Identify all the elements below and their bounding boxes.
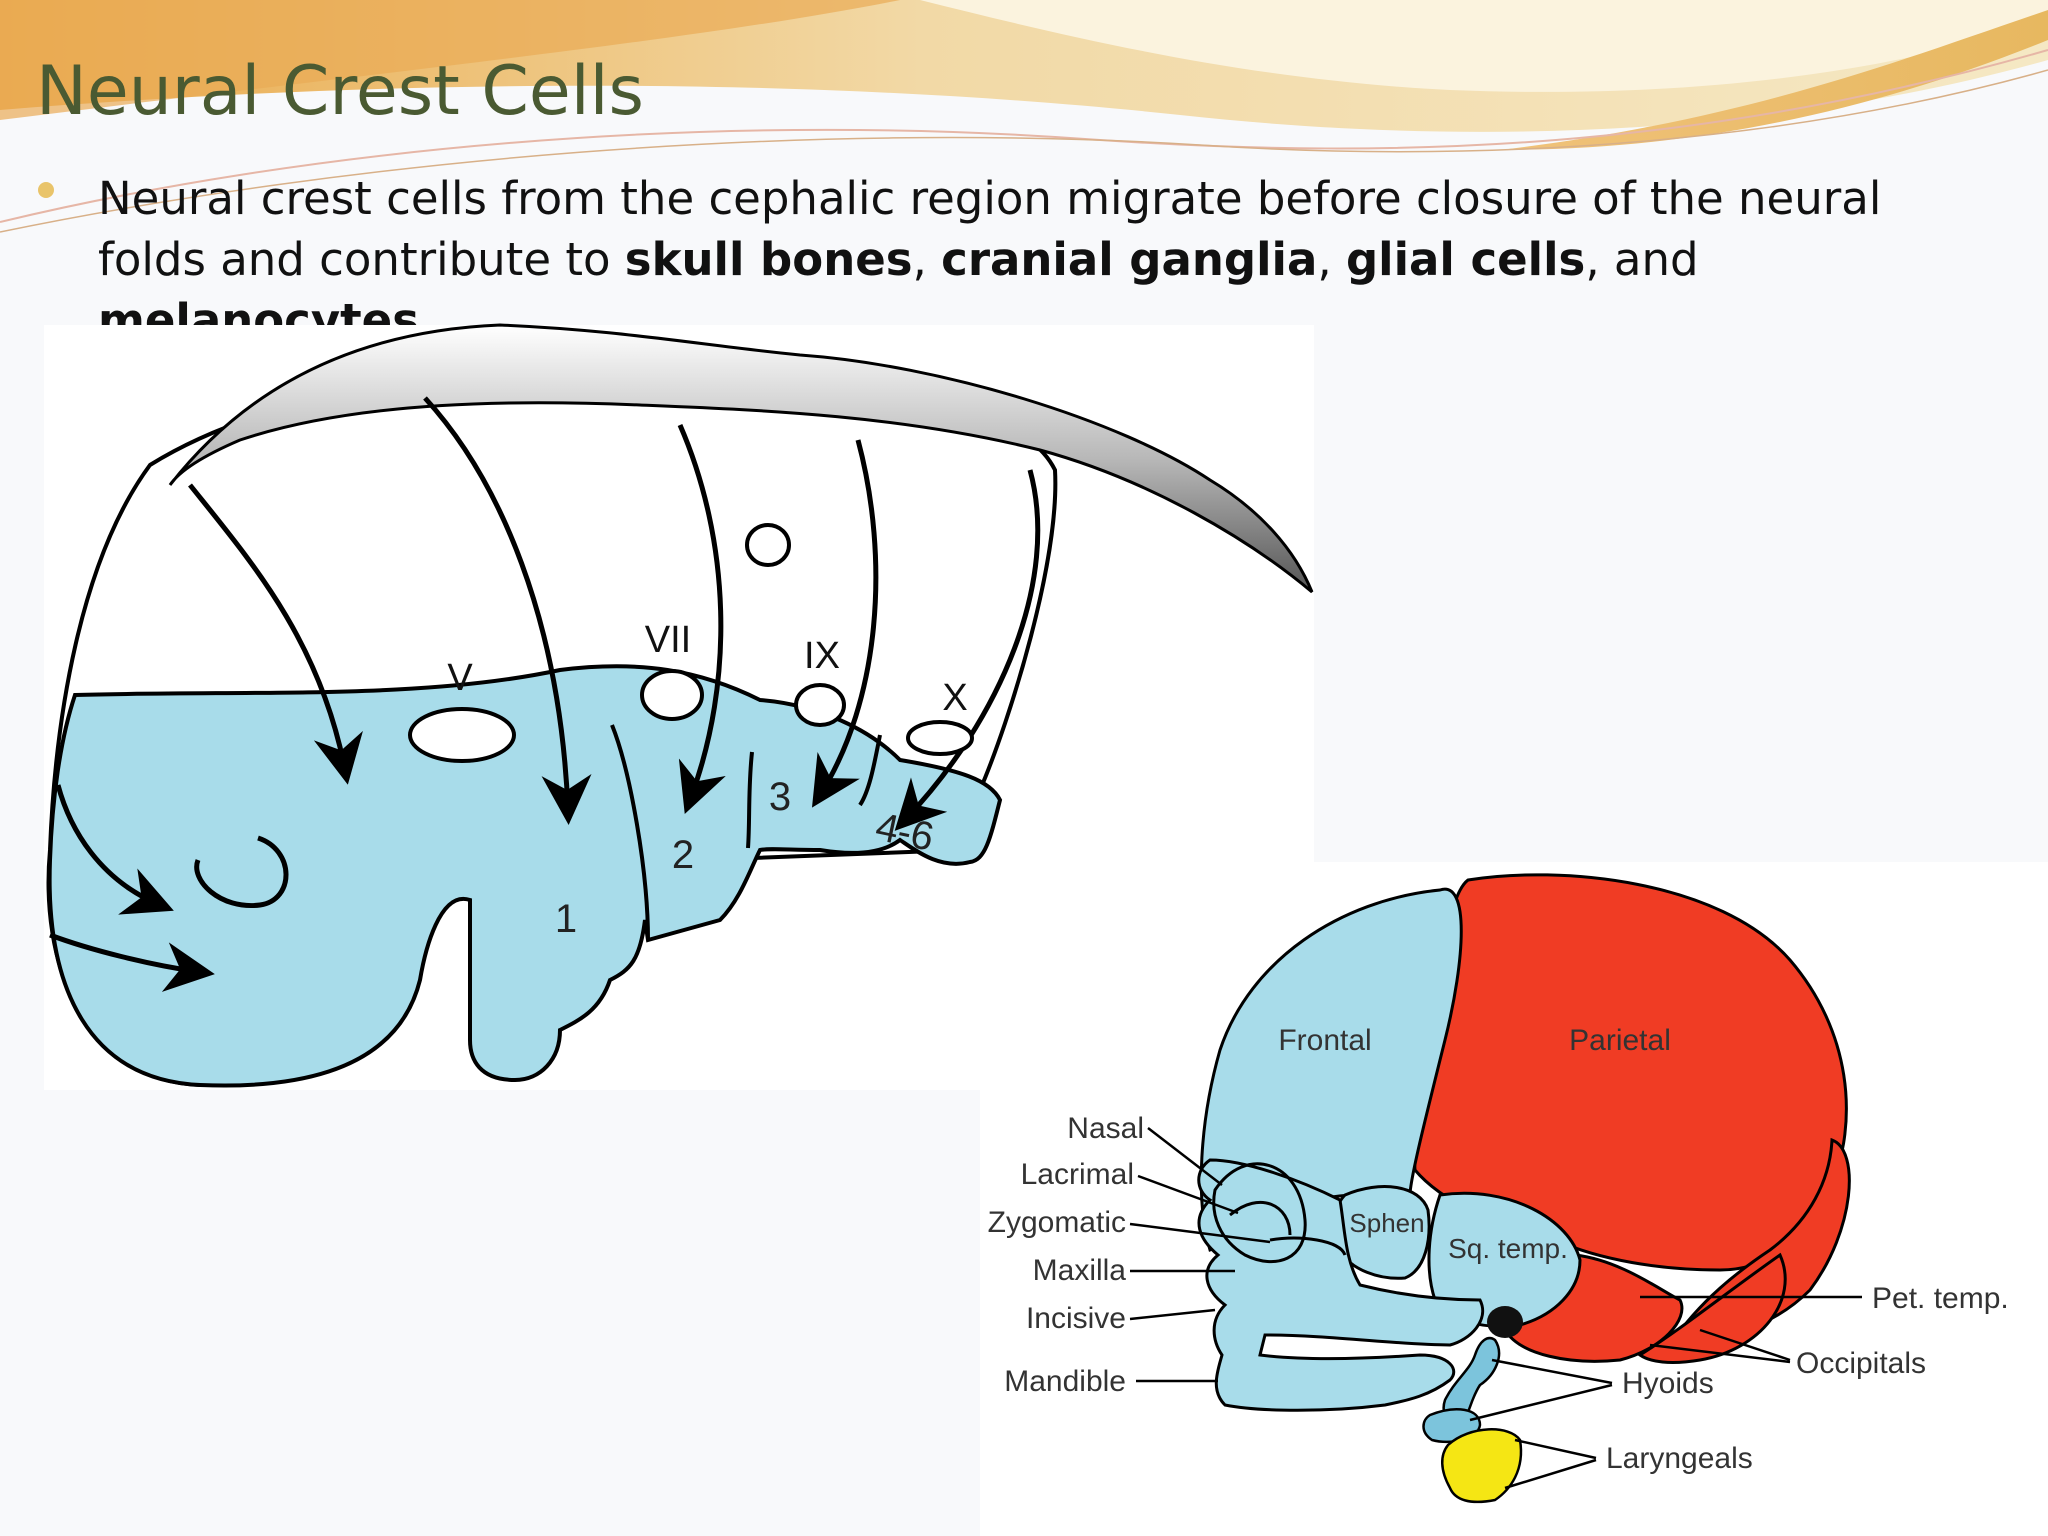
label-occipitals: Occipitals (1796, 1347, 1926, 1380)
leader-incisive (1129, 1308, 1216, 1321)
label-sphen: Sphen (1349, 1208, 1424, 1238)
neural-crest-blue-region (47, 664, 1003, 1088)
arch-divider (610, 724, 650, 941)
ganglion-v (408, 707, 516, 763)
label-arch-3: 3 (769, 775, 791, 819)
label-maxilla: Maxilla (1033, 1254, 1127, 1287)
label-nasal: Nasal (1067, 1112, 1144, 1145)
bullet-text-part: , (912, 233, 942, 286)
label-zygomatic: Zygomatic (988, 1206, 1126, 1239)
arch-divider (746, 751, 754, 849)
label-nerve-vii: VII (645, 619, 691, 661)
migration-arrow (188, 483, 363, 785)
orbit-outline (1212, 1162, 1307, 1264)
label-arch-1: 1 (555, 897, 577, 941)
bullet-bold-skull-bones: skull bones (624, 233, 913, 286)
styloid-process (1487, 1306, 1523, 1338)
bullet-dot-icon (38, 182, 54, 198)
eye-outline (194, 835, 289, 909)
leader-hyoids (1469, 1383, 1613, 1422)
zygomatic-outline (1269, 1236, 1347, 1256)
leader-nasal (1147, 1127, 1223, 1186)
header-wave-decoration (0, 0, 2048, 233)
label-hyoids: Hyoids (1622, 1367, 1714, 1400)
facial-bones (1197, 1158, 1485, 1412)
bullet-text-part: , and (1585, 233, 1699, 286)
slide-title: Neural Crest Cells (36, 52, 644, 131)
migration-arrow (55, 784, 174, 915)
leader-lacrimal (1137, 1174, 1239, 1215)
migration-arrow (894, 469, 1041, 831)
otic-vesicle (745, 523, 791, 567)
label-nerve-v: V (447, 657, 473, 699)
migration-arrow (677, 424, 726, 815)
label-laryngeals: Laryngeals (1606, 1442, 1753, 1475)
label-nerve-x: X (942, 677, 967, 719)
migration-arrow (49, 932, 215, 992)
bullet-text-part: , (1317, 233, 1346, 286)
ganglion-ix (794, 683, 846, 727)
leader-occipitals (1649, 1343, 1791, 1364)
lacrimal-outline (1229, 1200, 1292, 1236)
bullet-bold-cranial-ganglia: cranial ganglia (941, 233, 1318, 286)
label-incisive: Incisive (1026, 1302, 1126, 1335)
arch-divider (858, 734, 882, 807)
label-arch-2: 2 (672, 833, 694, 877)
label-lacrimal: Lacrimal (1021, 1158, 1134, 1191)
label-mandible: Mandible (1004, 1365, 1126, 1398)
migration-arrow (811, 439, 879, 808)
laryngeal-cartilages (1441, 1428, 1523, 1504)
migration-arrow (423, 396, 592, 825)
leader-zygomatic (1129, 1222, 1271, 1244)
label-sq-temp: Sq. temp. (1448, 1233, 1568, 1264)
ganglion-vii (640, 669, 704, 721)
label-pet-temp: Pet. temp. (1872, 1282, 2009, 1315)
squamous-temporal-bone (1427, 1191, 1582, 1328)
bullet-text: Neural crest cells from the cephalic reg… (98, 168, 1998, 351)
neural-crest-band (168, 323, 1314, 594)
leader-laryngeals (1514, 1438, 1597, 1460)
leader-hyoids (1491, 1358, 1613, 1385)
ganglion-x (906, 720, 974, 756)
bullet-bold-glial-cells: glial cells (1345, 233, 1586, 286)
label-parietal: Parietal (1569, 1024, 1671, 1057)
leader-occipitals (1699, 1328, 1791, 1362)
bullet-text-part: Neural crest cells from the cephalic reg… (98, 172, 1882, 286)
leader-laryngeals (1504, 1458, 1597, 1490)
label-nerve-ix: IX (804, 635, 840, 677)
label-frontal: Frontal (1278, 1024, 1371, 1057)
occipital-bone (1637, 1252, 1787, 1364)
